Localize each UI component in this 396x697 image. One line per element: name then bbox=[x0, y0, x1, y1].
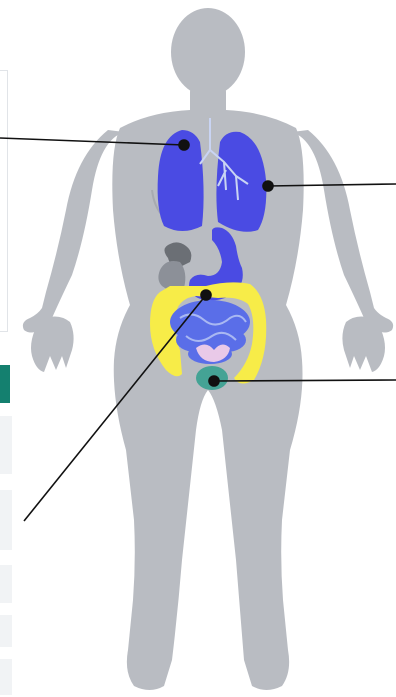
pointer-dot-stomach bbox=[201, 290, 211, 300]
pointer-dot-lungs-left bbox=[179, 140, 189, 150]
pointer-dot-bladder bbox=[209, 376, 219, 386]
pointer-dot-lungs-right bbox=[263, 181, 273, 191]
pointer-line-bladder bbox=[214, 380, 396, 381]
